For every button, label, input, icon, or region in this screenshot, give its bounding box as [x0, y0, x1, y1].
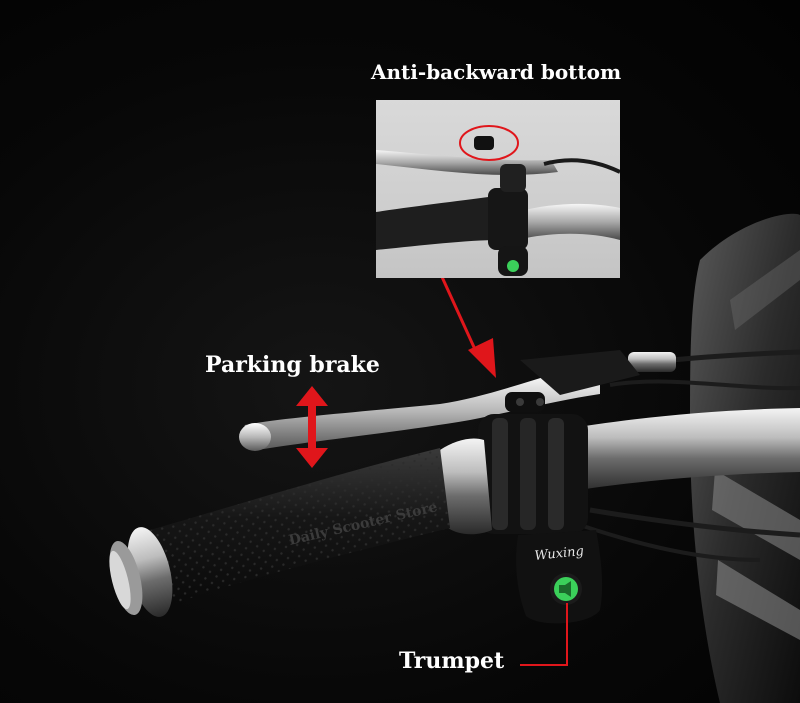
handlebar-tube [560, 408, 800, 492]
inset-illustration [376, 125, 620, 276]
switch-brand-text: Wuxing [534, 544, 585, 564]
arrow-down-icon [296, 448, 328, 468]
arrow-icon [468, 338, 496, 378]
horn-switch-pod: Wuxing [516, 530, 603, 624]
parking-brake-label: Parking brake [205, 352, 380, 378]
switch-housing [478, 392, 588, 534]
trumpet-leader [520, 603, 568, 666]
cable-connector [628, 352, 676, 372]
grip-collar [440, 438, 492, 535]
anti-backward-label: Anti-backward bottom [371, 60, 622, 84]
highlight-circle [459, 125, 519, 161]
arrow-up-icon [296, 386, 328, 406]
parking-brake-arrow [296, 386, 328, 468]
horn-icon [559, 581, 571, 597]
brake-lever [239, 350, 640, 451]
throttle-grip [109, 448, 450, 617]
trumpet-label: Trumpet [399, 648, 505, 674]
inset-closeup-photo [376, 100, 620, 278]
